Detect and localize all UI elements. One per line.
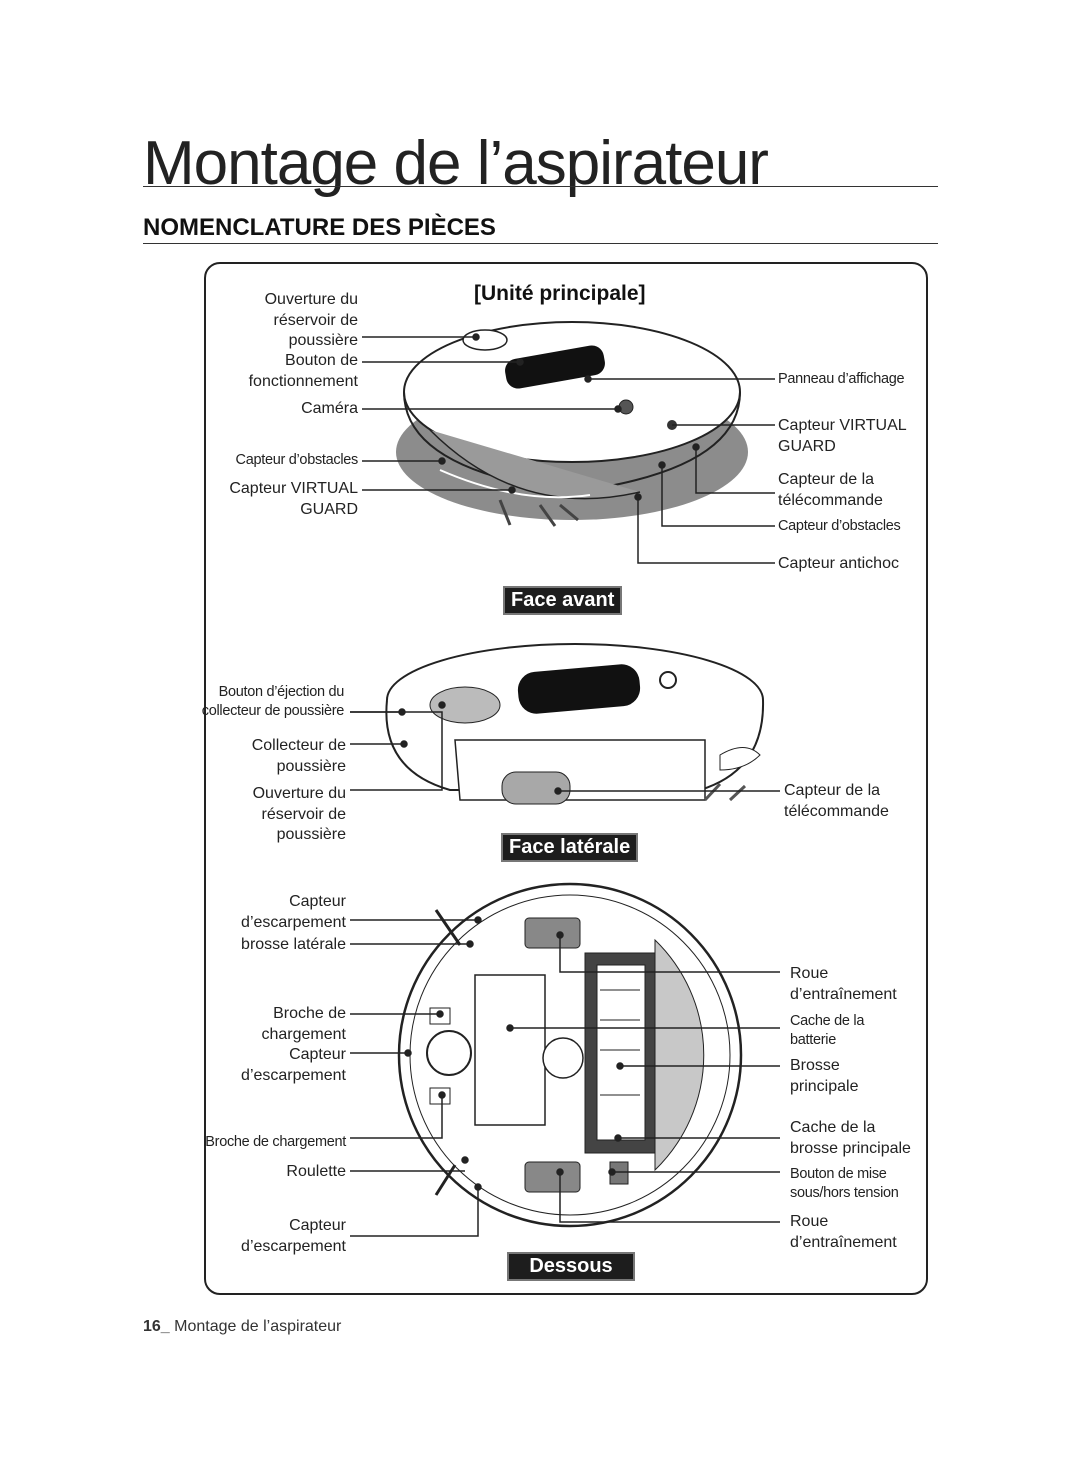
parts-diagram-panel — [204, 262, 928, 1295]
label-brosse-laterale: brosse latérale — [241, 936, 346, 953]
side-view-drawing — [385, 643, 765, 805]
label-capteur-antichoc: Capteur antichoc — [778, 555, 899, 572]
badge-face-laterale: Face latérale — [501, 833, 639, 862]
unit-title: [Unité principale] — [474, 282, 646, 305]
label-brosse-principale: Brosse principale — [790, 1057, 859, 1095]
label-roulette: Roulette — [286, 1163, 346, 1180]
badge-dessous: Dessous — [507, 1252, 635, 1281]
label-ouverture-reservoir-side: Ouverture du réservoir de poussière — [252, 785, 346, 843]
label-virtual-guard-left: Capteur VIRTUAL GUARD — [229, 480, 358, 518]
label-capteur-escarpement-2: Capteur d’escarpement — [241, 1046, 346, 1084]
label-ouverture-reservoir: Ouverture du réservoir de poussière — [264, 291, 358, 349]
page-number: 16_ — [143, 1318, 170, 1335]
bottom-leader-lines — [350, 916, 780, 1237]
label-roue-entrainement-1: Roue d’entraînement — [790, 965, 897, 1003]
label-capteur-telecommande-front: Capteur de la télécommande — [778, 471, 883, 509]
label-roue-entrainement-2: Roue d’entraînement — [790, 1213, 897, 1251]
label-bouton-fonctionnement: Bouton de fonctionnement — [248, 352, 358, 390]
label-capteur-obstacles-left: Capteur d’obstacles — [235, 452, 359, 468]
label-bouton-mise-tension: Bouton de mise sous/hors tension — [790, 1166, 899, 1201]
label-collecteur-poussiere: Collecteur de poussière — [251, 737, 346, 775]
label-virtual-guard-right: Capteur VIRTUAL GUARD — [778, 417, 907, 455]
label-broche-chargement-2: Broche de chargement — [205, 1134, 346, 1150]
label-broche-chargement-1: Broche de chargement — [261, 1005, 347, 1043]
bottom-view-drawing — [397, 882, 743, 1228]
front-leader-lines — [362, 333, 775, 564]
label-capteur-escarpement-3: Capteur d’escarpement — [241, 1217, 346, 1255]
side-leader-lines — [350, 701, 780, 795]
badge-face-avant: Face avant — [503, 586, 623, 615]
label-bouton-ejection: Bouton d’éjection du collecteur de pouss… — [201, 684, 345, 719]
label-panneau-affichage: Panneau d’affichage — [778, 371, 905, 387]
label-capteur-escarpement-1: Capteur d’escarpement — [241, 893, 346, 931]
footer-text: Montage de l’aspirateur — [169, 1318, 342, 1335]
title-rule — [143, 186, 938, 187]
front-view-drawing — [396, 321, 748, 527]
label-capteur-telecommande-side: Capteur de la télécommande — [784, 782, 889, 820]
label-cache-brosse-principale: Cache de la brosse principale — [790, 1119, 911, 1157]
label-cache-batterie: Cache de la batterie — [790, 1013, 865, 1048]
page-footer: 16_ Montage de l’aspirateur — [143, 1318, 341, 1336]
section-rule — [143, 243, 938, 244]
section-heading: NOMENCLATURE DES PIÈCES — [143, 214, 496, 241]
label-camera: Caméra — [301, 400, 358, 417]
label-capteur-obstacles-right: Capteur d’obstacles — [778, 518, 901, 534]
